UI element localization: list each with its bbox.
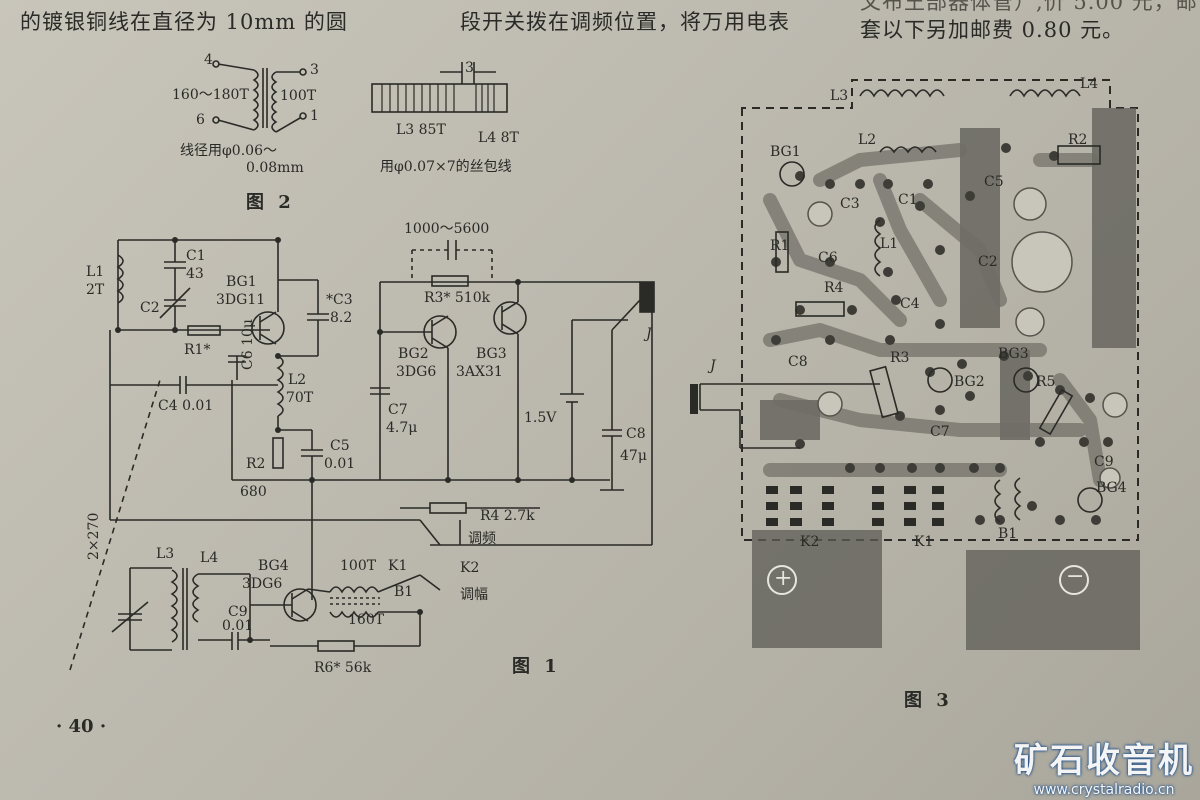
fig2-rod-note: 用φ0.07×7的丝包线 xyxy=(380,159,512,175)
fig1-label-K2: K2 xyxy=(460,560,480,576)
fig1-label-BG1: BG1 xyxy=(226,274,257,290)
fig1-label-L2-value: 70T xyxy=(286,390,314,406)
watermark-title: 矿石收音机 xyxy=(1014,741,1194,781)
fig1-label-C5: C5 xyxy=(330,438,350,454)
fig1-label-C8: C8 xyxy=(626,426,646,442)
fig1-label-am: 调幅 xyxy=(460,587,488,603)
fig3-battery-minus: − xyxy=(1066,564,1085,589)
fig1-label-BG4-type: 3DG6 xyxy=(242,576,283,592)
fig3-label-C4: C4 xyxy=(900,296,920,312)
watermark-url: www.crystalradio.cn xyxy=(1033,782,1175,798)
fig3-label-K2: K2 xyxy=(800,534,820,550)
fig1-label-R3: R3* 510k xyxy=(424,290,491,306)
body-text-right-2: 套以下另加邮费 0.80 元。 xyxy=(860,18,1125,42)
fig2-wire-note-1: 线径用φ0.06～ xyxy=(180,143,277,159)
fig2-pin-4: 4 xyxy=(204,52,213,68)
fig2-wire-note-2: 0.08mm xyxy=(246,160,304,176)
fig1-label-L3: L3 xyxy=(156,546,175,562)
fig1-label-BG1-type: 3DG11 xyxy=(216,292,266,308)
fig1-label-C2: C2 xyxy=(140,300,160,316)
body-text-left: 的镀银铜线在直径为 10mm 的圆 xyxy=(20,10,348,34)
fig2-rod-l4: L4 8T xyxy=(478,130,519,146)
fig1-caption: 图 1 xyxy=(512,656,561,677)
fig3-label-R3: R3 xyxy=(890,350,910,366)
fig1-label-B1: B1 xyxy=(394,584,414,600)
page-number: · 40 · xyxy=(56,716,107,737)
fig3-label-R2: R2 xyxy=(1068,132,1088,148)
fig1-label-BG3-type: 3AX31 xyxy=(456,364,503,380)
fig1-label-L1-value: 2T xyxy=(86,282,105,298)
fig3-label-L4: L4 xyxy=(1080,76,1099,92)
fig3-label-C7: C7 xyxy=(930,424,950,440)
fig2-turns-primary: 160～180T xyxy=(172,87,249,103)
fig1-label-battery: 1.5V xyxy=(524,410,557,426)
fig3-label-R4: R4 xyxy=(824,280,844,296)
fig1-label-C1: C1 xyxy=(186,248,206,264)
fig1-label-R1: R1* xyxy=(184,342,211,358)
fig1-label-K1: K1 xyxy=(388,558,408,574)
fig2-pin-1: 1 xyxy=(310,108,319,124)
fig2-caption: 图 2 xyxy=(246,192,295,213)
fig3-label-BG3: BG3 xyxy=(998,346,1029,362)
fig1-label-R6: R6* 56k xyxy=(314,660,372,676)
fig3-label-R1: R1 xyxy=(770,238,790,254)
fig1-label-R2-value: 680 xyxy=(240,484,267,500)
fig1-label-BG2: BG2 xyxy=(398,346,429,362)
body-text-middle: 段开关拨在调频位置，将万用电表 xyxy=(460,10,790,34)
fig2-turns-secondary: 100T xyxy=(280,88,317,104)
site-watermark: 矿石收音机 www.crystalradio.cn xyxy=(1014,733,1194,798)
fig3-label-C3: C3 xyxy=(840,196,860,212)
fig1-label-L1: L1 xyxy=(86,264,105,280)
fig2-rod-gap: 3 xyxy=(465,60,474,76)
fig1-label-L2: L2 xyxy=(288,372,307,388)
fig1-label-L4: L4 xyxy=(200,550,219,566)
fig3-label-BG4: BG4 xyxy=(1096,480,1127,496)
fig1-label-BG3: BG3 xyxy=(476,346,507,362)
fig1-label-BG2-type: 3DG6 xyxy=(396,364,437,380)
fig1-label-C7: C7 xyxy=(388,402,408,418)
fig2-pin-6: 6 xyxy=(196,112,205,128)
fig3-label-R5: R5 xyxy=(1036,374,1056,390)
fig3-caption: 图 3 xyxy=(904,690,953,711)
fig2-pin-3: 3 xyxy=(310,62,319,78)
fig3-label-C5: C5 xyxy=(984,174,1004,190)
fig1-label-C9-value: 0.01 xyxy=(222,618,254,634)
fig1-label-cap-range: 1000～5600 xyxy=(404,221,490,237)
fig3-label-BG1: BG1 xyxy=(770,144,801,160)
fig1-label-R4: R4 2.7k xyxy=(480,508,535,524)
fig1-label-fm: 调频 xyxy=(468,531,496,547)
fig3-label-C8: C8 xyxy=(788,354,808,370)
fig3-label-BG2: BG2 xyxy=(954,374,985,390)
fig3-label-L3: L3 xyxy=(830,88,849,104)
fig3-label-K1: K1 xyxy=(914,534,934,550)
fig1-label-160T: 160T xyxy=(348,612,385,628)
fig3-label-C2: C2 xyxy=(978,254,998,270)
fig3-label-C1: C1 xyxy=(898,192,918,208)
fig3-label-B1: B1 xyxy=(998,526,1018,542)
fig2-rod-l3: L3 85T xyxy=(396,122,446,138)
fig3-label-L1: L1 xyxy=(880,236,899,252)
fig1-label-BG4: BG4 xyxy=(258,558,289,574)
fig1-label-C9: C9 xyxy=(228,604,248,620)
fig3-label-J: J xyxy=(710,358,716,374)
fig1-label-C8-value: 47μ xyxy=(620,448,647,464)
fig1-label-C3-value: 8.2 xyxy=(330,310,353,326)
body-text-right-1: 父布王部器体管）,价 5.00 元，邮 xyxy=(860,0,1198,14)
fig1-label-J: J xyxy=(646,326,652,342)
fig1-label-C7-value: 4.7μ xyxy=(386,420,418,436)
fig1-label-R2: R2 xyxy=(246,456,266,472)
fig1-label-100T: 100T xyxy=(340,558,377,574)
fig3-label-C9: C9 xyxy=(1094,454,1114,470)
fig1-label-C3: *C3 xyxy=(326,292,353,308)
fig1-label-C5-value: 0.01 xyxy=(324,456,356,472)
fig3-battery-plus: + xyxy=(774,566,793,591)
fig3-label-C6: C6 xyxy=(818,250,838,266)
fig1-label-C1-value: 43 xyxy=(186,266,204,282)
fig3-label-L2: L2 xyxy=(858,132,877,148)
fig1-label-C4: C4 0.01 xyxy=(158,398,214,414)
